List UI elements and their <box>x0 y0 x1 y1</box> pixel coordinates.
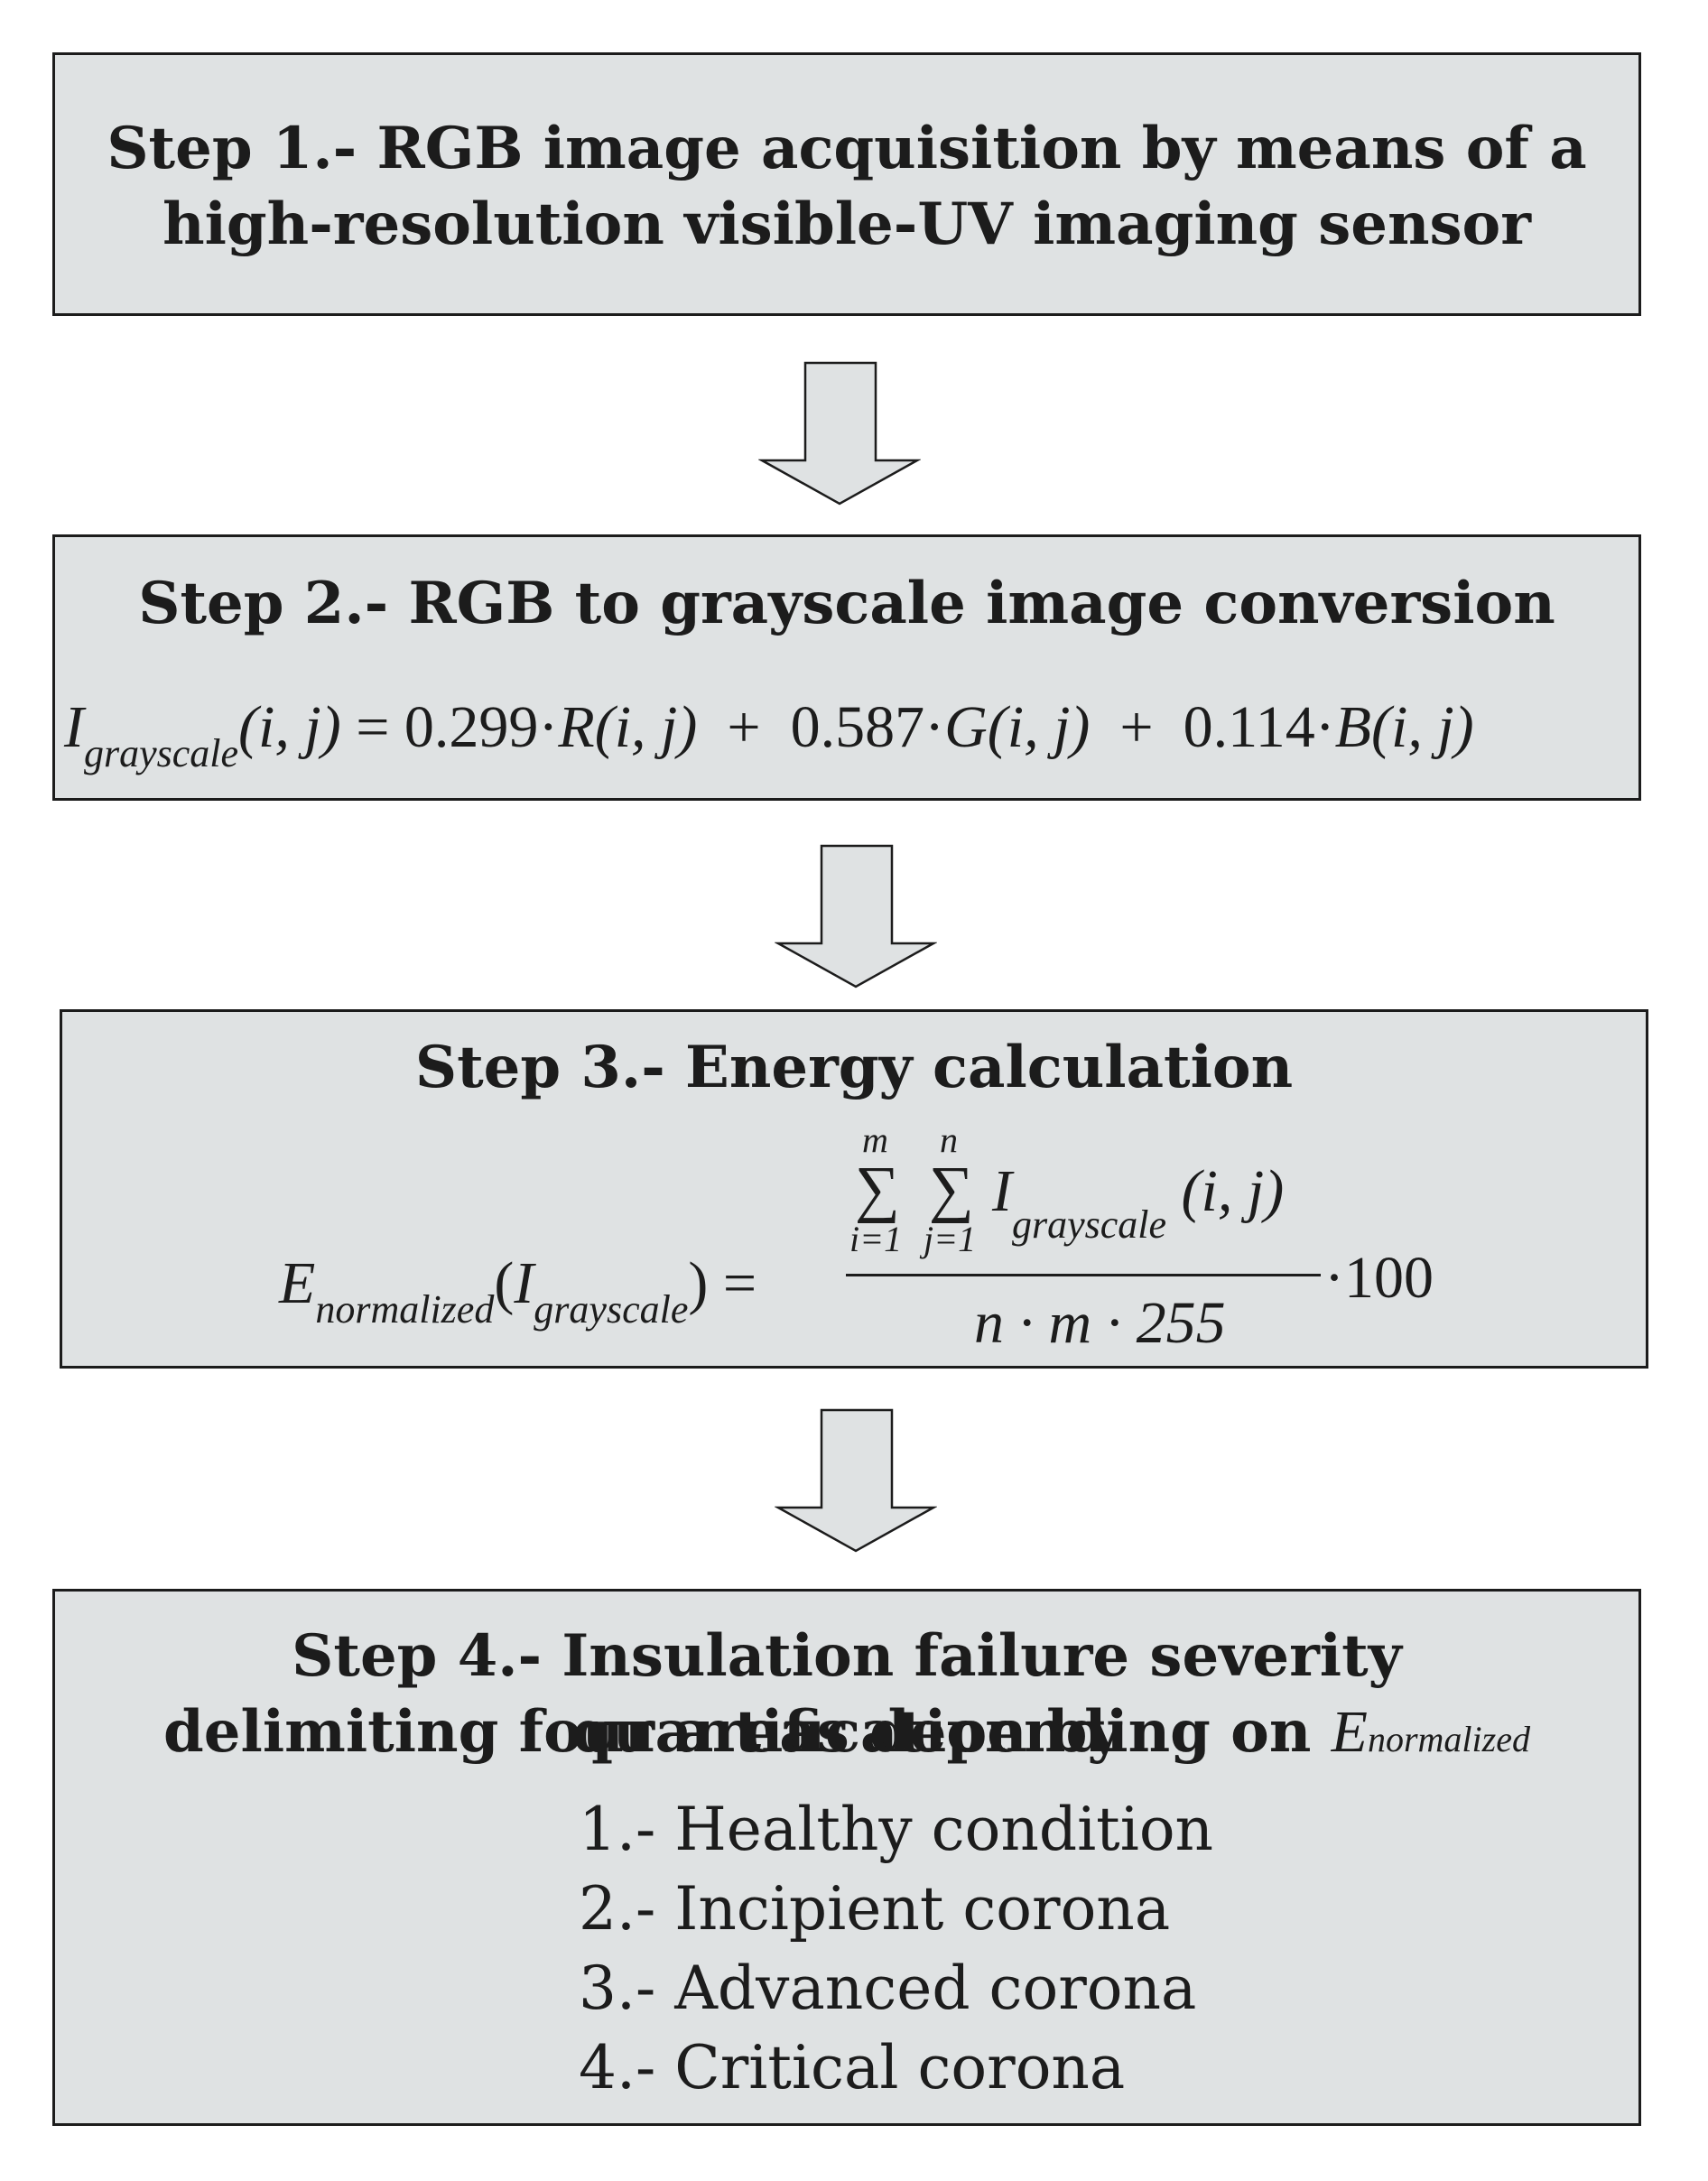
sum2-lower: j=1 <box>924 1219 977 1259</box>
step2-title: Step 2.- RGB to grayscale image conversi… <box>138 570 1555 637</box>
sum2-upper: n <box>940 1119 958 1160</box>
condition-list: 1.- Healthy condition 2.- Incipient coro… <box>579 1790 1213 2108</box>
sum1-symbol: ∑ <box>855 1155 900 1224</box>
eq3-equals: = <box>722 1250 757 1316</box>
eq3-denominator: n · m · 255 <box>974 1290 1226 1356</box>
eq3-num-I-sub: grayscale <box>1011 1202 1167 1247</box>
eq2-R: R <box>558 694 595 760</box>
eq2-plus2: + <box>1119 694 1154 760</box>
eq2-I-sub: grayscale <box>83 731 239 775</box>
eq2-G: G <box>944 694 988 760</box>
step1-title-line1: Step 1.- RGB image acquisition by means … <box>107 115 1587 182</box>
step4-title-line2: delimiting four areas depending on Enorm… <box>55 1694 1638 1777</box>
energy-lhs: Enormalized(Igrayscale) = <box>279 1254 757 1330</box>
eq2-args: (i, j) <box>238 694 341 760</box>
eq3-I-sub: grayscale <box>534 1287 689 1332</box>
eq2-c3: 0.114· <box>1183 694 1335 760</box>
eq3-rparen: ) <box>688 1250 709 1316</box>
eq2-args-r: (i, j) <box>594 694 698 760</box>
eq3-E: E <box>279 1250 316 1316</box>
eq2-I: I <box>64 694 84 760</box>
step3-box: Step 3.- Energy calculation Enormalized(… <box>60 1009 1648 1369</box>
step4-title-line1: Step 4.- Insulation failure severity qua… <box>292 1622 1402 1766</box>
list-item: 2.- Incipient corona <box>579 1874 1171 1944</box>
down-arrow-icon <box>775 844 937 988</box>
eq2-args-g: (i, j) <box>987 694 1091 760</box>
eq2-args-b: (i, j) <box>1371 694 1474 760</box>
eq2-c1: 0.299· <box>404 694 559 760</box>
grayscale-equation: Igrayscale(i, j) = 0.299·R(i, j) + 0.587… <box>64 698 1474 774</box>
down-arrow-icon <box>758 361 921 506</box>
eq3-E-sub: normalized <box>315 1287 495 1332</box>
eq3-num-I: I <box>992 1158 1012 1224</box>
eq2-plus1: + <box>727 694 761 760</box>
step4-box: Step 4.- Insulation failure severity qua… <box>52 1589 1641 2126</box>
eq3-multiplier: ·100 <box>1324 1245 1434 1311</box>
sum1-upper: m <box>862 1119 888 1160</box>
list-item: 1.- Healthy condition <box>579 1795 1214 1864</box>
step3-title: Step 3.- Energy calculation <box>414 1034 1294 1101</box>
eq3-lparen: ( <box>494 1250 515 1316</box>
step4-title-E: E <box>1331 1699 1368 1765</box>
down-arrow-icon <box>775 1408 937 1553</box>
eq2-c2: 0.587· <box>790 694 945 760</box>
eq2-equals: = <box>356 694 390 760</box>
eq3-num-args: (i, j) <box>1181 1158 1285 1224</box>
list-item: 4.- Critical corona <box>579 2033 1126 2102</box>
step1-box: Step 1.- RGB image acquisition by means … <box>52 52 1641 316</box>
eq3-numerator-term: Igrayscale (i, j) <box>992 1162 1284 1245</box>
fraction-bar <box>846 1274 1321 1276</box>
sum1-lower: i=1 <box>849 1219 903 1259</box>
list-item: 3.- Advanced corona <box>579 1954 1197 2023</box>
sum2-symbol: ∑ <box>929 1155 974 1224</box>
step1-title-line2: high-resolution visible-UV imaging senso… <box>162 190 1531 258</box>
step4-title-line2-text: delimiting four areas depending on <box>163 1698 1332 1766</box>
step4-title-E-sub: normalized <box>1367 1719 1530 1759</box>
eq3-I: I <box>514 1250 534 1316</box>
eq2-B: B <box>1334 694 1371 760</box>
step2-box: Step 2.- RGB to grayscale image conversi… <box>52 534 1641 801</box>
